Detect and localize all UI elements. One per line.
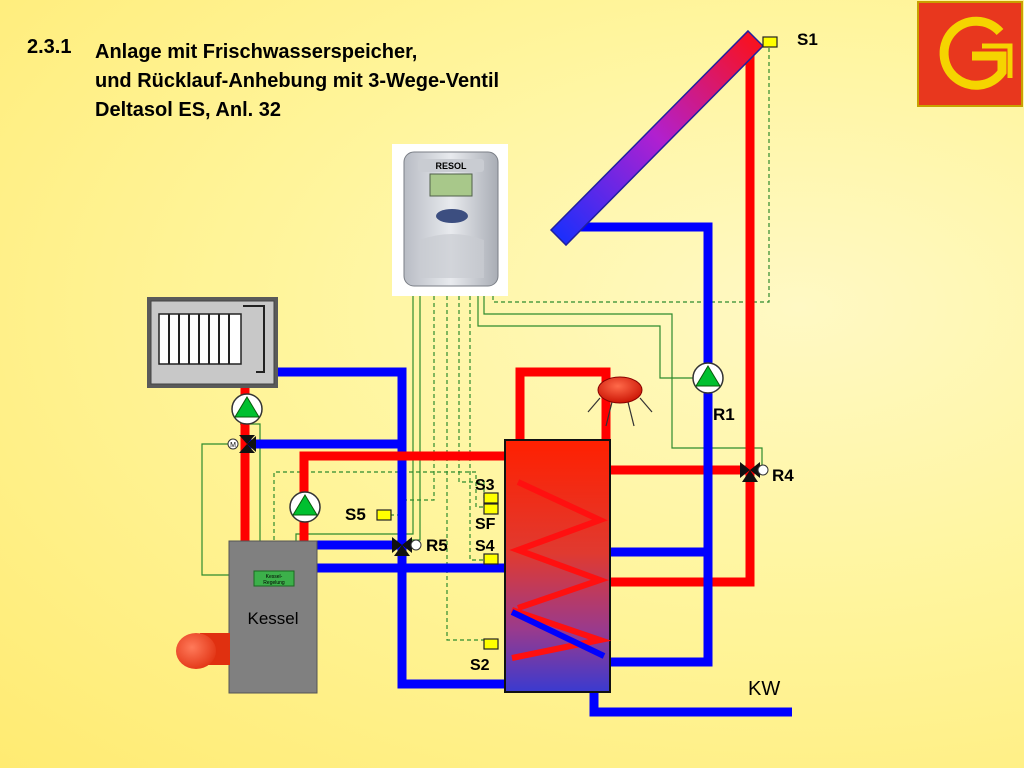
sensor-wiring [273,44,770,641]
boiler: Kessel- Regelung Kessel [228,540,318,694]
sensor-s3-label: S3 [475,477,495,494]
hot-water-outlet [587,376,653,427]
storage-tank [504,439,612,693]
controller-device: RESOL [392,144,508,296]
boiler-label: Kessel [247,609,298,628]
radiator-room [147,297,278,388]
section-number: 2.3.1 [27,36,72,58]
tank-heat-exchanger-lower [511,607,612,661]
sensor-sf-label: SF [475,516,496,533]
title-line-2: und Rücklauf-Anhebung mit 3-Wege-Ventil [95,70,500,92]
sensor-s2-box [483,638,499,650]
solar-collector [549,29,765,247]
page-title: Anlage mit Frischwasserspeicher, und Rüc… [95,38,499,125]
sensor-s4-label: S4 [475,538,495,555]
title-line-3: Deltasol ES, Anl. 32 [95,99,281,121]
relay-wiring [201,296,763,576]
sensor-s4-box [483,553,499,565]
sensor-s3-box [483,492,499,504]
sensor-s1-label: S1 [797,30,818,49]
company-logo [917,1,1023,107]
pump-boiler-loading[interactable] [289,491,321,523]
controller-buttons[interactable] [436,209,468,223]
pump-solar-r1[interactable] [692,362,724,394]
tank-cold-inlet [510,609,606,659]
cold-water-label: KW [748,678,780,700]
controller-display [429,173,473,197]
sensor-s1-box [762,36,778,48]
relay-r5-label: R5 [426,536,448,555]
boiler-panel-line-1: Kessel- [266,574,283,580]
title-line-1: Anlage mit Frischwasserspeicher, [95,41,418,63]
relay-r1-label: R1 [713,405,735,424]
burner [176,633,230,669]
three-way-valve-r4[interactable] [740,462,769,482]
three-way-valve-r5[interactable] [392,537,422,556]
valve-motor-label: M [230,442,236,449]
tank-heat-exchanger-upper [509,479,609,611]
mixing-valve-heating[interactable]: M [227,435,256,453]
boiler-panel-line-2: Regelung [263,580,285,586]
relay-r4-label: R4 [772,466,794,485]
sensor-sf-box [483,503,499,515]
pump-heating-circuit[interactable] [231,393,263,425]
sensor-s2-label: S2 [470,657,490,674]
sensor-s5-label: S5 [345,505,366,524]
boiler-control-panel [253,570,295,587]
sensor-s5-box [376,509,392,521]
controller-brand: RESOL [435,161,467,171]
